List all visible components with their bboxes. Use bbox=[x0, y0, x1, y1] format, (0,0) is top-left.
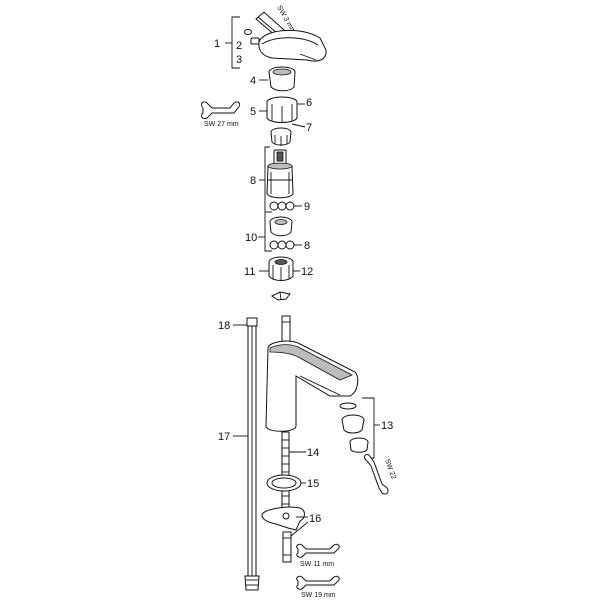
grub-screw bbox=[244, 29, 260, 45]
threaded-rod bbox=[281, 431, 290, 515]
clip-part bbox=[271, 291, 291, 301]
wrench-11-label: SW 11 mm bbox=[300, 561, 334, 568]
callout-17: 17 bbox=[218, 431, 230, 443]
faucet-body bbox=[265, 340, 359, 432]
callout-14: 14 bbox=[307, 447, 319, 459]
wrench-27-label: SW 27 mm bbox=[204, 121, 239, 128]
cartridge bbox=[266, 149, 294, 199]
callout-12: 12 bbox=[301, 266, 313, 278]
seal-set-8 bbox=[269, 240, 295, 250]
callout-1: 1 bbox=[214, 38, 220, 50]
callout-11: 11 bbox=[244, 266, 255, 278]
mounting-nut bbox=[282, 531, 292, 563]
hex-nut bbox=[266, 96, 298, 123]
wrench-19-label: SW 19 mm bbox=[301, 592, 336, 599]
wrench-27: SW 27 mm bbox=[200, 101, 241, 128]
handle-lever bbox=[258, 29, 327, 62]
valve-insert bbox=[268, 256, 294, 281]
callout-7: 7 bbox=[306, 122, 312, 134]
mounting-plate bbox=[261, 506, 305, 531]
aerator-parts bbox=[339, 402, 369, 453]
flex-hose bbox=[244, 317, 260, 591]
wrench-11: SW 11 mm bbox=[296, 543, 340, 568]
callout-8: 8 bbox=[250, 175, 256, 187]
bracket-1 bbox=[225, 16, 240, 69]
base-gasket bbox=[266, 474, 302, 492]
callout-18: 18 bbox=[218, 320, 230, 332]
base-ring-10 bbox=[269, 216, 293, 237]
callout-15: 15 bbox=[307, 478, 319, 490]
wrench-19: SW 19 mm bbox=[296, 575, 340, 599]
callout-5: 5 bbox=[250, 106, 256, 118]
callout-10: 10 bbox=[245, 232, 257, 244]
wrench-22: SW 22 bbox=[364, 454, 397, 495]
callout-16: 16 bbox=[309, 513, 321, 525]
bracket-8-10 bbox=[259, 146, 272, 252]
seal-set-9 bbox=[269, 201, 295, 211]
callout-13: 13 bbox=[381, 420, 393, 432]
callout-4: 4 bbox=[250, 75, 256, 87]
wrench-22-label: SW 22 bbox=[383, 458, 397, 480]
callout-9: 9 bbox=[304, 201, 310, 213]
callout-6: 6 bbox=[306, 97, 312, 109]
callout-3: 3 bbox=[236, 54, 242, 66]
callout-8b: 8 bbox=[304, 240, 310, 252]
supply-pipe-top bbox=[281, 315, 291, 343]
cover-ring bbox=[268, 66, 296, 92]
callout-2: 2 bbox=[236, 40, 242, 52]
threaded-sleeve bbox=[270, 127, 292, 146]
